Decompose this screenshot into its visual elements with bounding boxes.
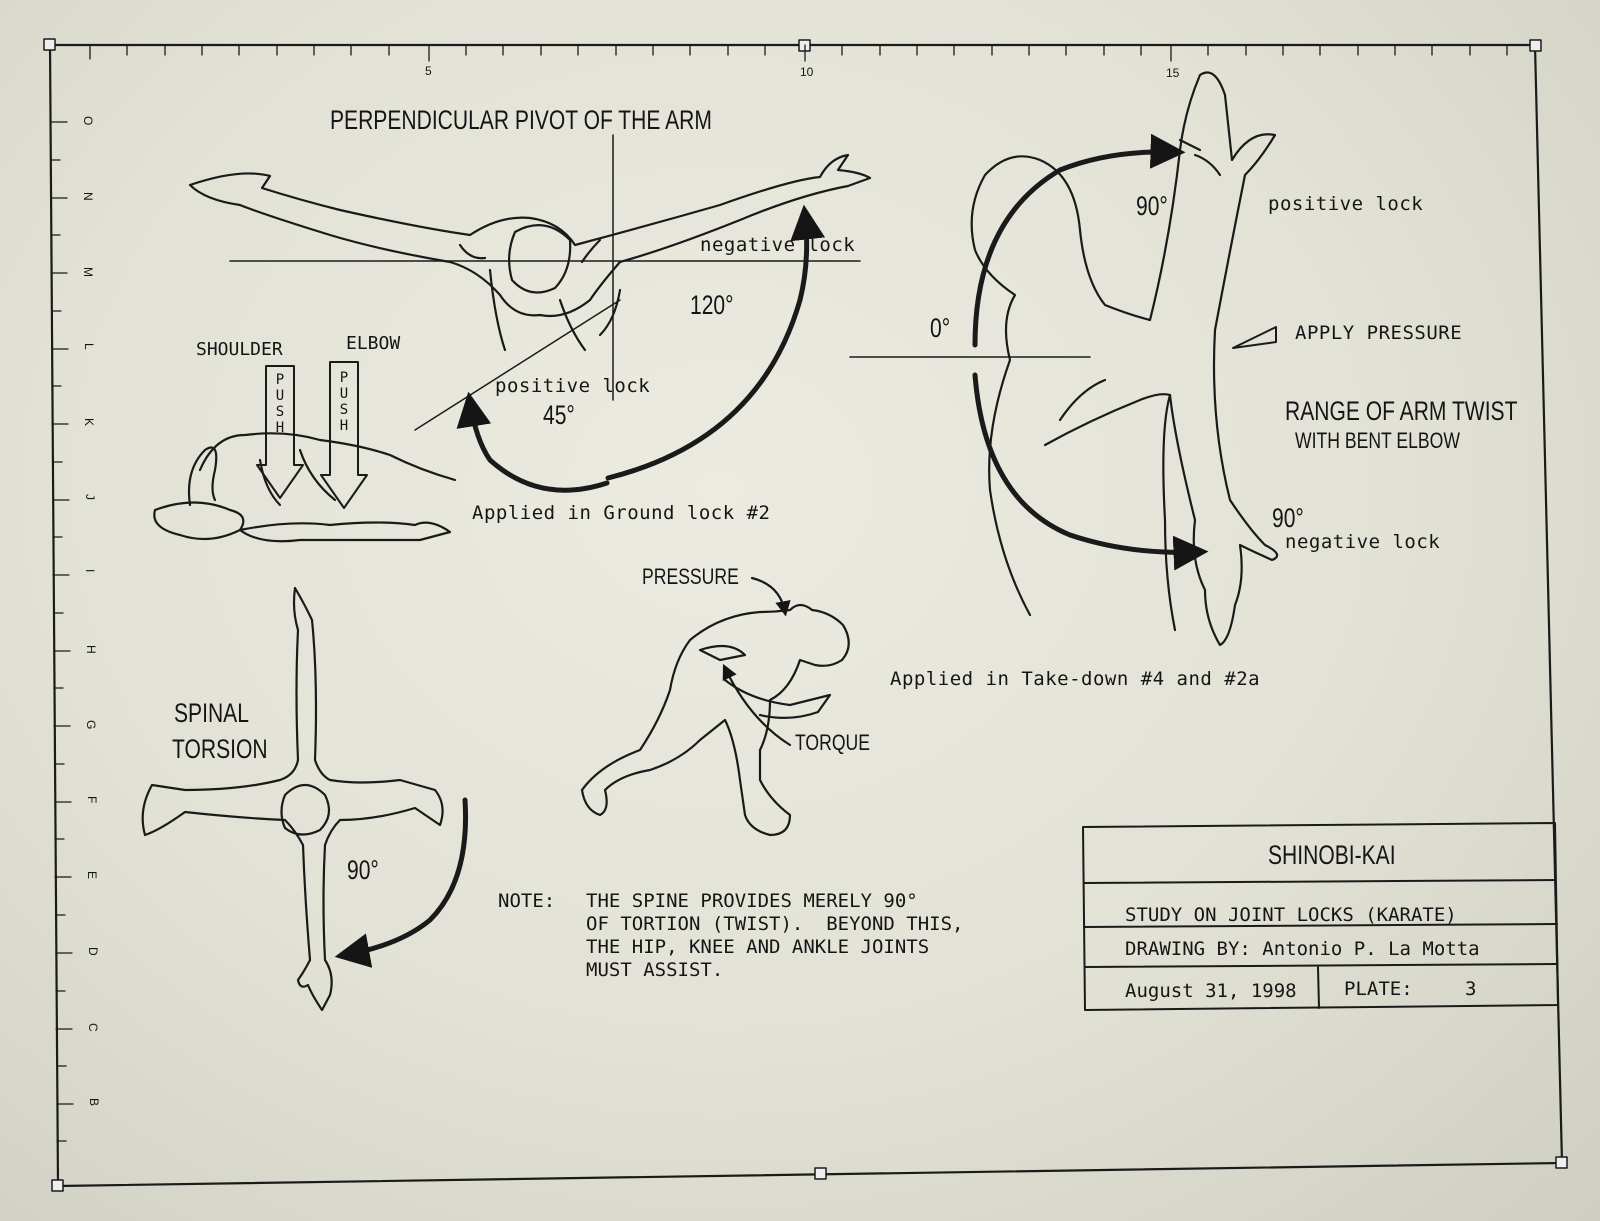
push-arrow-elbow xyxy=(320,361,368,509)
note-text: THE SPINE PROVIDES MERELY 90° OF TORTION… xyxy=(586,890,964,981)
ruler-left-O: O xyxy=(81,116,95,126)
arm-twist-figure xyxy=(970,71,1279,647)
spinal-title-line2: TORSION xyxy=(172,734,268,764)
ruler-left-B: B xyxy=(87,1098,101,1107)
ruler-left-C: C xyxy=(86,1023,100,1032)
ruler-left-K: K xyxy=(82,418,96,427)
corner-mark xyxy=(51,1179,64,1192)
left-ruler-ticks xyxy=(50,121,74,1142)
title-block-plate-number: 3 xyxy=(1465,978,1477,1000)
title-block-date: August 31, 1998 xyxy=(1125,980,1297,1002)
pivot-angle-120: 120° xyxy=(690,290,734,320)
pivot-45-arc xyxy=(456,391,610,493)
twist-angle-90-top: 90° xyxy=(1136,191,1168,221)
pressure-arrow xyxy=(750,576,791,617)
torque-arrow xyxy=(722,663,792,747)
twist-angle-90-bottom: 90° xyxy=(1272,503,1304,533)
note-label: NOTE: xyxy=(498,890,556,912)
pivot-45-line xyxy=(414,299,621,431)
twist-angle-0: 0° xyxy=(930,313,951,343)
title-block-drawing-by: DRAWING BY: Antonio P. La Motta xyxy=(1125,938,1480,960)
ruler-left-H: H xyxy=(84,645,98,654)
apply-pressure-label: APPLY PRESSURE xyxy=(1295,322,1463,344)
ruler-left-N: N xyxy=(81,192,95,201)
title-block-study: STUDY ON JOINT LOCKS (KARATE) xyxy=(1125,904,1457,926)
corner-mark xyxy=(1529,39,1542,52)
pivot-positive-lock: positive lock xyxy=(495,375,651,397)
elbow-label: ELBOW xyxy=(346,333,401,354)
ruler-left-L: L xyxy=(82,343,96,350)
apply-pressure-triangle xyxy=(1232,326,1277,349)
twist-title-line1: RANGE OF ARM TWIST xyxy=(1285,396,1518,426)
push-label-elbow: PUSH xyxy=(339,370,349,434)
twist-negative-lock: negative lock xyxy=(1285,531,1441,553)
title-block-plate-label: PLATE: xyxy=(1344,978,1413,1000)
corner-mark xyxy=(1555,1156,1568,1169)
pivot-angle-45: 45° xyxy=(543,400,575,430)
ruler-left-G: G xyxy=(84,720,98,730)
pivot-120-arc xyxy=(605,204,826,481)
ruler-top-15: 15 xyxy=(1166,66,1180,80)
corner-mark xyxy=(43,38,56,51)
ground-lock-figure xyxy=(153,432,457,543)
ruler-top-5: 5 xyxy=(425,64,432,78)
pivot-negative-lock: negative lock xyxy=(700,234,856,256)
ruler-left-E: E xyxy=(85,871,99,880)
twist-applied-note: Applied in Take-down #4 and #2a xyxy=(890,668,1261,690)
twist-title-line2: WITH BENT ELBOW xyxy=(1295,428,1460,453)
top-ruler-ticks xyxy=(89,44,1508,62)
pivot-figure xyxy=(188,153,872,352)
shoulder-label: SHOULDER xyxy=(196,339,283,360)
torque-label: TORQUE xyxy=(795,730,870,755)
corner-mark xyxy=(814,1167,827,1180)
spinal-torsion-arc xyxy=(334,797,469,968)
ruler-left-F: F xyxy=(85,796,99,804)
ruler-left-D: D xyxy=(86,947,100,956)
pressure-label: PRESSURE xyxy=(642,564,739,589)
push-label-shoulder: PUSH xyxy=(275,372,285,436)
ruler-top-10: 10 xyxy=(800,65,814,79)
spinal-title-line1: SPINAL xyxy=(174,698,249,728)
ruler-left-I: I xyxy=(83,569,97,573)
spinal-angle-90: 90° xyxy=(347,855,379,885)
spinal-torsion-figure xyxy=(141,586,444,1012)
twist-positive-lock: positive lock xyxy=(1268,193,1424,215)
title-block-frame xyxy=(1082,822,1559,1011)
push-arrow-shoulder xyxy=(256,365,304,499)
twist-upper-arc xyxy=(972,133,1186,348)
takedown-figure xyxy=(580,603,850,837)
ruler-left-M: M xyxy=(81,267,95,277)
pivot-title: PERPENDICULAR PIVOT OF THE ARM xyxy=(330,105,712,135)
ruler-left-J: J xyxy=(83,494,97,500)
twist-lower-arc xyxy=(972,372,1209,571)
title-block-org: SHINOBI-KAI xyxy=(1268,840,1396,870)
pivot-applied-note: Applied in Ground lock #2 xyxy=(472,502,771,524)
